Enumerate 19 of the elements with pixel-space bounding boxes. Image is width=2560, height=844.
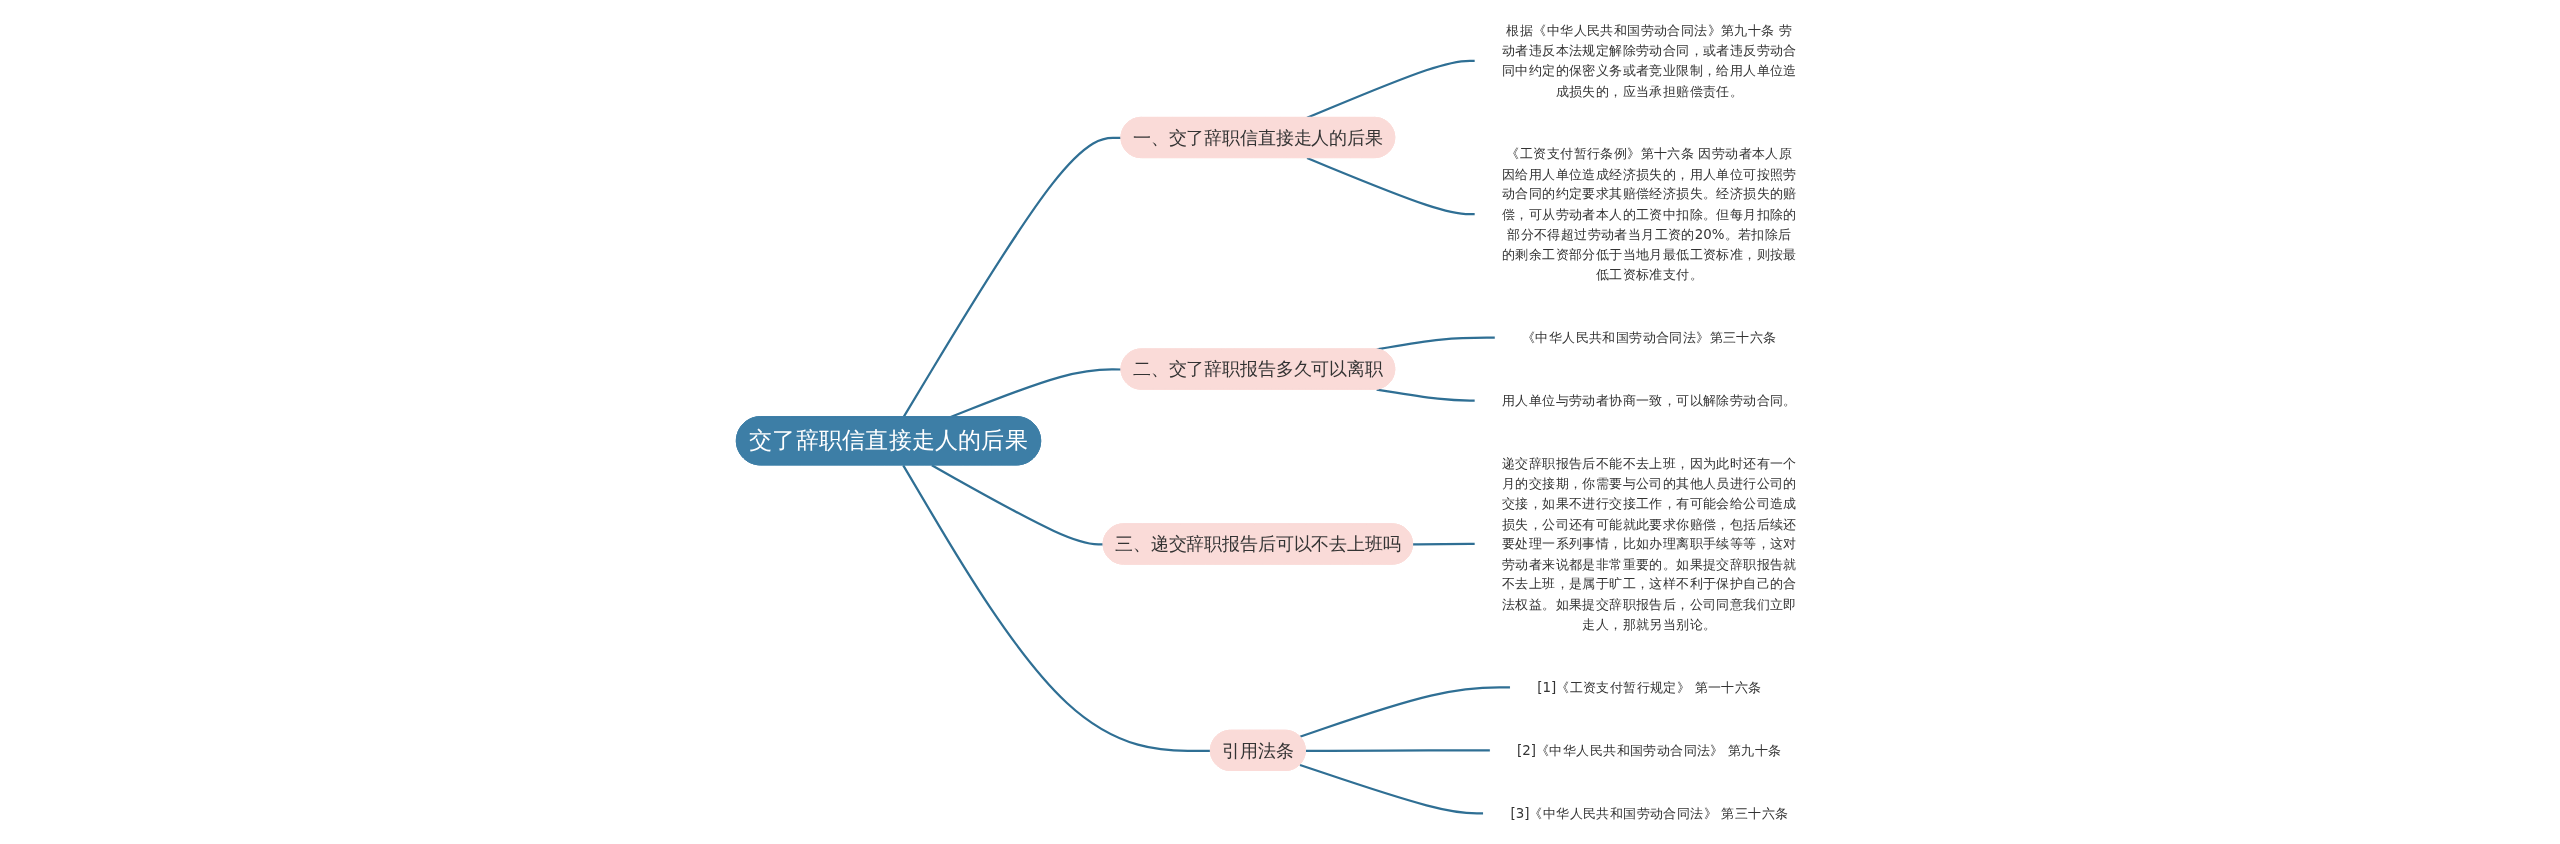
node-text: [2]《中华人民共和国劳动合同法》 第九十条: [1517, 742, 1782, 759]
connector: [931, 464, 1104, 546]
node-text: [1]《工资支付暂行规定》 第一十六条: [1537, 679, 1762, 696]
connector: [1299, 686, 1511, 738]
node-text: 递交辞职报告后不能不去上班，因为此时还有一个月的交接期，你需要与公司的其他人员进行公司的交接，如果不进行交接工作，有可能会给公司造成损失，公司还有可能就此要求你赔偿，包括后续还要处理一系列事情，比如办理离职手续等等，这对劳动者来说都是非常重要的。如果提交辞职报告就不去上班，是属于旷工，这样不利于保护自己的合法权益。如果提交辞职报告后，公司同意我们立即走人，那就另当别论。: [1501, 455, 1797, 633]
node-text: 用人单位与劳动者协商一致，可以解除劳动合同。: [1501, 392, 1797, 409]
connector: [1305, 749, 1491, 752]
node-text: 《中华人民共和国劳动合同法》第三十六条: [1522, 329, 1777, 346]
node-text: 根据《中华人民共和国劳动合同法》第九十条 劳动者违反本法规定解除劳动合同，或者违反劳动合同中约定的保密义务或者竞业限制，给用人单位造成损失的，应当承担赔偿责任。: [1501, 22, 1797, 99]
connector: [1376, 388, 1476, 402]
connector: [1306, 157, 1476, 216]
node-text: [3]《中华人民共和国劳动合同法》 第三十六条: [1510, 805, 1789, 822]
node-text: 《工资支付暂行条例》第十六条 因劳动者本人原因给用人单位造成经济损失的，用人单位可按照劳动合同的约定要求其赔偿经济损失。经济损失的赔偿，可从劳动者本人的工资中扣除。但每月扣除的部分不得超过劳动者当月工资的20%。若扣除后的剩余工资部分低于当地月最低工资标准，则按最低工资标准支付。: [1501, 145, 1797, 283]
connector: [1413, 542, 1476, 546]
connector: [902, 136, 1122, 418]
connector: [902, 464, 1211, 752]
connector: [1306, 59, 1476, 119]
connector: [1376, 336, 1496, 351]
connector: [1299, 763, 1484, 815]
